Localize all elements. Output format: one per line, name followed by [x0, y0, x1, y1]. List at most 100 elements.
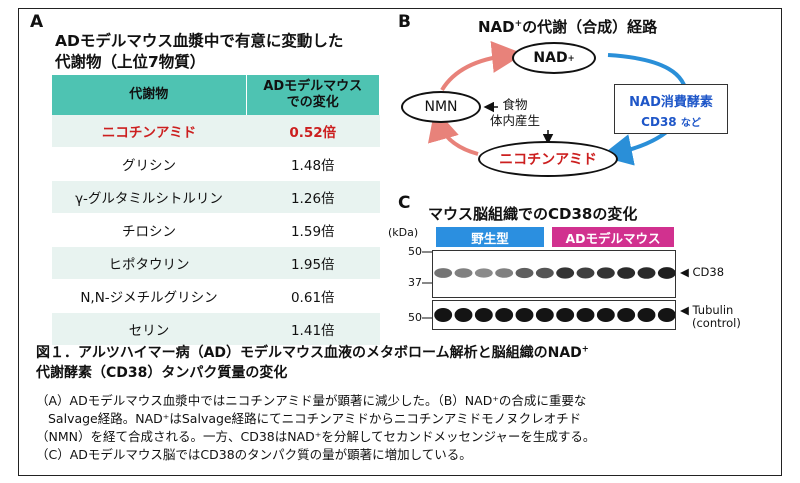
- panel-b-title-sup: +: [514, 19, 523, 29]
- enzyme-cd38: CD38: [641, 115, 677, 129]
- ad-model-text: ADモデルマウス: [565, 230, 661, 246]
- panel-a-title-line1: ADモデルマウス血漿中で有意に変動した: [55, 32, 344, 50]
- caption-line-1: （A）ADモデルマウス血漿中ではニコチンアミド量が顕著に減少した。（B）NAD⁺…: [36, 393, 587, 408]
- cd38-blot: [432, 250, 676, 298]
- panel-c-title: マウス脳組織でのCD38の変化: [428, 205, 638, 223]
- fold-change: 0.61倍: [246, 279, 380, 313]
- cd38-band: [535, 267, 554, 279]
- ladder-ticks: [422, 251, 432, 319]
- ad-model-label: ADモデルマウス: [552, 227, 674, 247]
- fold-change: 0.52倍: [246, 115, 380, 148]
- table-row: N,N-ジメチルグリシン 0.61倍: [52, 279, 380, 313]
- nmn-to-nad-arrow: [440, 40, 524, 92]
- tick-37: 37: [408, 276, 422, 289]
- cd38-band: [596, 267, 615, 279]
- tubulin-blot-label: ◀ Tubulin (control): [680, 304, 741, 330]
- cd38-band: [434, 268, 453, 278]
- enzyme-box-title: NAD消費酵素: [629, 95, 713, 110]
- source-endogenous: 体内産生: [490, 113, 541, 128]
- metabolite-name: チロシン: [52, 213, 246, 247]
- metabolite-name: セリン: [52, 312, 246, 346]
- fold-change: 1.59倍: [246, 213, 380, 247]
- caption-title-sup: +: [581, 343, 589, 354]
- tubulin-band: [657, 308, 675, 322]
- tubulin-band: [434, 308, 453, 322]
- figure-frame: [18, 8, 782, 476]
- fold-change: 1.48倍: [246, 147, 380, 181]
- kda-label: (kDa): [388, 226, 419, 239]
- fold-change: 1.26倍: [246, 180, 380, 214]
- nicotinamide-node: ニコチンアミド: [478, 141, 618, 177]
- wild-type-text: 野生型: [471, 230, 509, 246]
- fold-change: 1.95倍: [246, 246, 380, 280]
- caption-title-line2: 代謝酵素（CD38）タンパク質量の変化: [36, 365, 288, 381]
- tubulin-blot: [432, 300, 676, 330]
- tubulin-band: [637, 308, 656, 322]
- tubulin-band: [596, 308, 615, 322]
- caption-line-2: Salvage経路。NAD⁺はSalvage経路にてニコチンアミドからニコチンア…: [48, 411, 582, 426]
- panel-b-letter: B: [398, 12, 411, 32]
- metabolite-name: N,N-ジメチルグリシン: [52, 279, 246, 313]
- fold-change: 1.41倍: [246, 312, 380, 346]
- tubulin-label-text: Tubulin: [692, 303, 734, 317]
- figure-caption-body: （A）ADモデルマウス血漿中ではニコチンアミド量が顕著に減少した。（B）NAD⁺…: [36, 392, 766, 464]
- cd38-band: [576, 267, 595, 279]
- tubulin-label-line2: (control): [692, 316, 741, 330]
- enzyme-box-example: CD38 など: [615, 114, 727, 129]
- tubulin-band: [454, 308, 473, 322]
- nam-to-nmn-arrow: [427, 108, 479, 156]
- tubulin-band: [474, 308, 493, 322]
- nmn-node-label: NMN: [424, 99, 458, 115]
- caption-line-4: （C）ADモデルマウス脳ではCD38のタンパク質の量が顕著に増加している。: [36, 447, 472, 462]
- tick-50-bottom: 50: [408, 311, 422, 324]
- tubulin-band: [617, 308, 636, 322]
- tubulin-band: [556, 308, 575, 322]
- tubulin-band: [495, 308, 514, 322]
- nicotinamide-node-label: ニコチンアミド: [499, 152, 597, 168]
- panel-a-title-line2: 代謝物（上位7物質）: [55, 53, 206, 71]
- header-metabolite: 代謝物: [52, 75, 247, 115]
- caption-title-line1: 図１．アルツハイマー病（AD）モデルマウス血液のメタボローム解析と脳組織のNAD…: [36, 343, 766, 363]
- table-row: γ-グルタミルシトルリン 1.26倍: [52, 180, 380, 214]
- header-change: ADモデルマウス での変化: [246, 75, 380, 115]
- panel-b-title: NAD+の代謝（合成）経路: [478, 16, 657, 37]
- tubulin-band: [515, 308, 534, 322]
- nad-node-label: NAD: [533, 50, 568, 66]
- cd38-band: [454, 268, 473, 278]
- source-food: 食物: [502, 97, 528, 112]
- metabolite-table: 代謝物 ADモデルマウス での変化 ニコチンアミド 0.52倍 グリシン 1.4…: [52, 75, 380, 346]
- metabolite-name: グリシン: [52, 147, 246, 181]
- tubulin-label-line1: ◀ Tubulin: [680, 303, 734, 317]
- metabolite-name: γ-グルタミルシトルリン: [52, 180, 246, 214]
- panel-b-title-nad: NAD: [478, 18, 515, 36]
- cd38-blot-label: ◀ CD38: [680, 265, 725, 279]
- table-row: グリシン 1.48倍: [52, 147, 380, 181]
- caption-title-text: 図１．アルツハイマー病（AD）モデルマウス血液のメタボローム解析と脳組織のNAD: [36, 345, 582, 361]
- nad-node: NAD+: [512, 42, 596, 74]
- panel-a-letter: A: [30, 12, 44, 32]
- nad-consuming-enzyme-box: NAD消費酵素 CD38 など: [614, 84, 728, 134]
- tick-50-top: 50: [408, 245, 422, 258]
- cd38-band: [617, 267, 636, 279]
- panel-a-title: ADモデルマウス血漿中で有意に変動した 代謝物（上位7物質）: [55, 31, 385, 73]
- header-change-line2: での変化: [286, 95, 339, 110]
- table-row: チロシン 1.59倍: [52, 213, 380, 247]
- cd38-band: [515, 267, 534, 279]
- caption-line-3: （NMN）を経て合成される。一方、CD38はNAD⁺を分解してセカンドメッセンジ…: [36, 429, 596, 444]
- cd38-band: [474, 268, 493, 278]
- tubulin-band: [535, 308, 554, 322]
- cd38-band: [637, 267, 656, 279]
- enzyme-etc: など: [680, 118, 701, 129]
- panel-c-letter: C: [398, 193, 411, 213]
- cd38-band: [495, 268, 514, 278]
- nmn-source: 食物 体内産生: [490, 97, 540, 129]
- table-row: ニコチンアミド 0.52倍: [52, 115, 380, 148]
- cd38-band: [657, 267, 675, 279]
- wild-type-label: 野生型: [436, 227, 544, 247]
- cd38-band: [556, 267, 575, 279]
- table-row: セリン 1.41倍: [52, 312, 380, 346]
- tubulin-band: [576, 308, 595, 322]
- table-row: ヒポタウリン 1.95倍: [52, 246, 380, 280]
- header-change-line1: ADモデルマウス: [263, 79, 363, 94]
- metabolite-name: ニコチンアミド: [52, 115, 246, 148]
